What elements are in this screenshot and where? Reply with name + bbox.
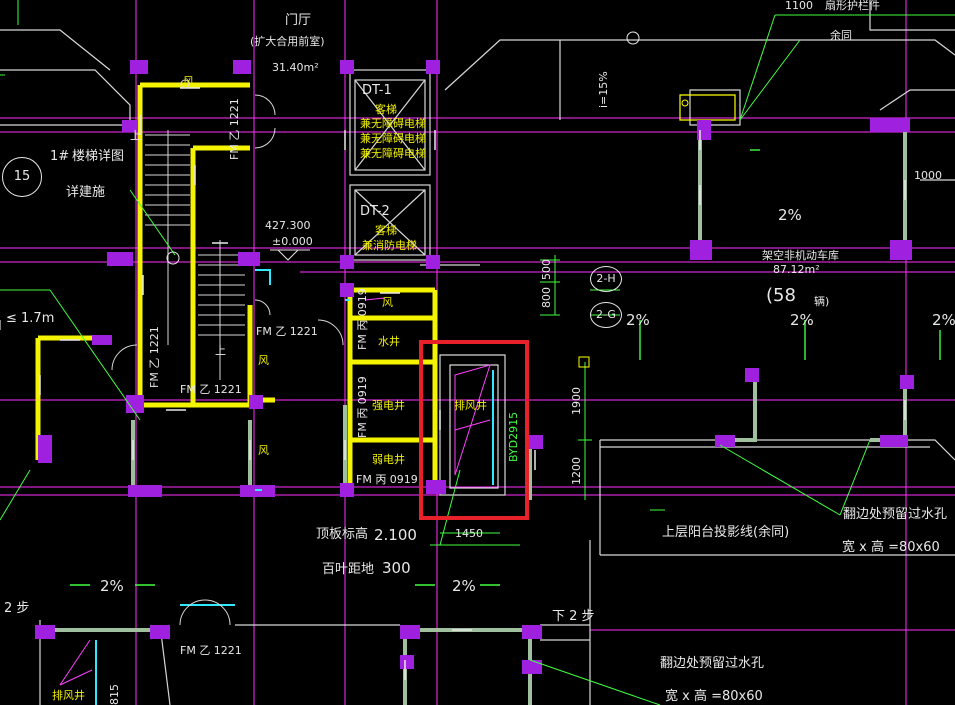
door-fm-1221-e: FM 乙 1221 bbox=[180, 644, 242, 657]
stair-up-label-2: 上 bbox=[215, 344, 226, 357]
parking-unit: 辆) bbox=[814, 295, 830, 308]
note-balcony: 上层阳台投影线(余同) bbox=[662, 525, 790, 540]
shaft-exhaust-2: 排风井 bbox=[52, 689, 85, 702]
dim-800: 800 bbox=[540, 287, 553, 308]
slope-4: 2% bbox=[932, 311, 955, 329]
grid-bubble-2g: 2-G bbox=[590, 302, 622, 328]
shaft-wind-1: 风 bbox=[382, 296, 393, 309]
shaft-strong-power: 强电井 bbox=[372, 399, 405, 412]
foyer-title: 门厅 bbox=[285, 13, 312, 28]
parking-count: (58 bbox=[766, 285, 796, 306]
legend-same: 余同 bbox=[830, 29, 852, 42]
shaft-wind-2: 风 bbox=[258, 354, 269, 367]
slope-1: 2% bbox=[778, 206, 802, 224]
elevator-dt1-note-2: 兼无障碍电梯 bbox=[360, 117, 426, 130]
elevator-dt2-note-2: 兼消防电梯 bbox=[362, 239, 417, 252]
legend-railing: 扇形护栏件 bbox=[825, 0, 880, 12]
note-hole-2-size: 宽 x 高 =80x60 bbox=[665, 689, 763, 704]
shaft-water: 水井 bbox=[378, 335, 400, 348]
highlight-box bbox=[419, 340, 529, 520]
elevator-dt2-note-1: 客梯 bbox=[375, 224, 397, 237]
stair-ref-text: 楼梯详图 bbox=[72, 149, 125, 164]
shaft-wind-top: 风 bbox=[183, 75, 194, 88]
stair-ref-number: 1# bbox=[50, 149, 70, 164]
dim-1450: 1450 bbox=[455, 527, 483, 540]
note-louver-label: 百叶距地 bbox=[322, 562, 375, 577]
door-fm-0919-c: FM 丙 0919 bbox=[356, 473, 418, 486]
note-hole-1-size: 宽 x 高 =80x60 bbox=[842, 540, 940, 555]
note-ceiling-label: 顶板标高 bbox=[316, 527, 369, 542]
level-absolute: 427.300 bbox=[265, 219, 311, 232]
parking-title: 架空非机动车库 bbox=[762, 249, 839, 262]
door-fm-1221-a: FM 乙 1221 bbox=[228, 98, 241, 160]
parking-area: 87.12m² bbox=[773, 263, 820, 276]
note-ceiling-value: 2.100 bbox=[374, 526, 417, 544]
legend-1100: 1100 bbox=[785, 0, 813, 12]
dim-byd2915: BYD2915 bbox=[507, 411, 520, 462]
shaft-exhaust: 排风井 bbox=[454, 399, 487, 412]
door-fm-1221-b: FM 乙 1221 bbox=[256, 325, 318, 338]
dim-height-limit: ≤ 1.7m bbox=[6, 311, 55, 326]
door-fm-1221-c: FM 乙 1221 bbox=[148, 326, 161, 388]
foyer-area: 31.40m² bbox=[272, 61, 319, 74]
elevator-dt1-note-1: 客梯 bbox=[375, 103, 397, 116]
door-fm-0919-b: FM 丙 0919 bbox=[356, 376, 369, 438]
door-fm-1221-d: FM 乙 1221 bbox=[180, 383, 242, 396]
dim-1000: 1000 bbox=[914, 169, 942, 182]
slope-2: 2% bbox=[626, 311, 650, 329]
stair-ref-circle: 15 bbox=[2, 157, 42, 197]
elevator-dt1-note-4: 兼无障碍电梯 bbox=[360, 147, 426, 160]
note-steps-left: 2 步 bbox=[4, 601, 30, 616]
slope-6: 2% bbox=[452, 577, 476, 595]
slope-3: 2% bbox=[790, 311, 814, 329]
stair-ref-sub: 详建施 bbox=[66, 185, 106, 200]
shaft-weak-power: 弱电井 bbox=[372, 453, 405, 466]
dim-1200: 1200 bbox=[570, 457, 583, 485]
note-hole-2: 翻边处预留过水孔 bbox=[660, 656, 765, 671]
stair-up-label: 上 bbox=[130, 129, 141, 142]
ramp-slope: i=15% bbox=[597, 71, 610, 108]
dim-500: 500 bbox=[540, 259, 553, 280]
foyer-subtitle: (扩大合用前室) bbox=[250, 35, 325, 48]
elevator-dt2-label: DT-2 bbox=[360, 204, 390, 219]
level-relative: ±0.000 bbox=[272, 235, 313, 248]
note-down-steps: 下 2 步 bbox=[552, 609, 595, 624]
elevator-dt1-note-3: 兼无障碍电梯 bbox=[360, 132, 426, 145]
note-louver-value: 300 bbox=[382, 559, 411, 577]
dim-815: 815 bbox=[108, 684, 121, 705]
elevator-dt1-label: DT-1 bbox=[362, 83, 392, 98]
dim-1900: 1900 bbox=[570, 387, 583, 415]
door-fm-0919-a: FM 丙 0919 bbox=[356, 288, 369, 350]
grid-bubble-2h: 2-H bbox=[590, 266, 622, 292]
note-hole-1: 翻边处预留过水孔 bbox=[843, 507, 948, 522]
slope-5: 2% bbox=[100, 577, 124, 595]
shaft-wind-3: 风 bbox=[258, 444, 269, 457]
